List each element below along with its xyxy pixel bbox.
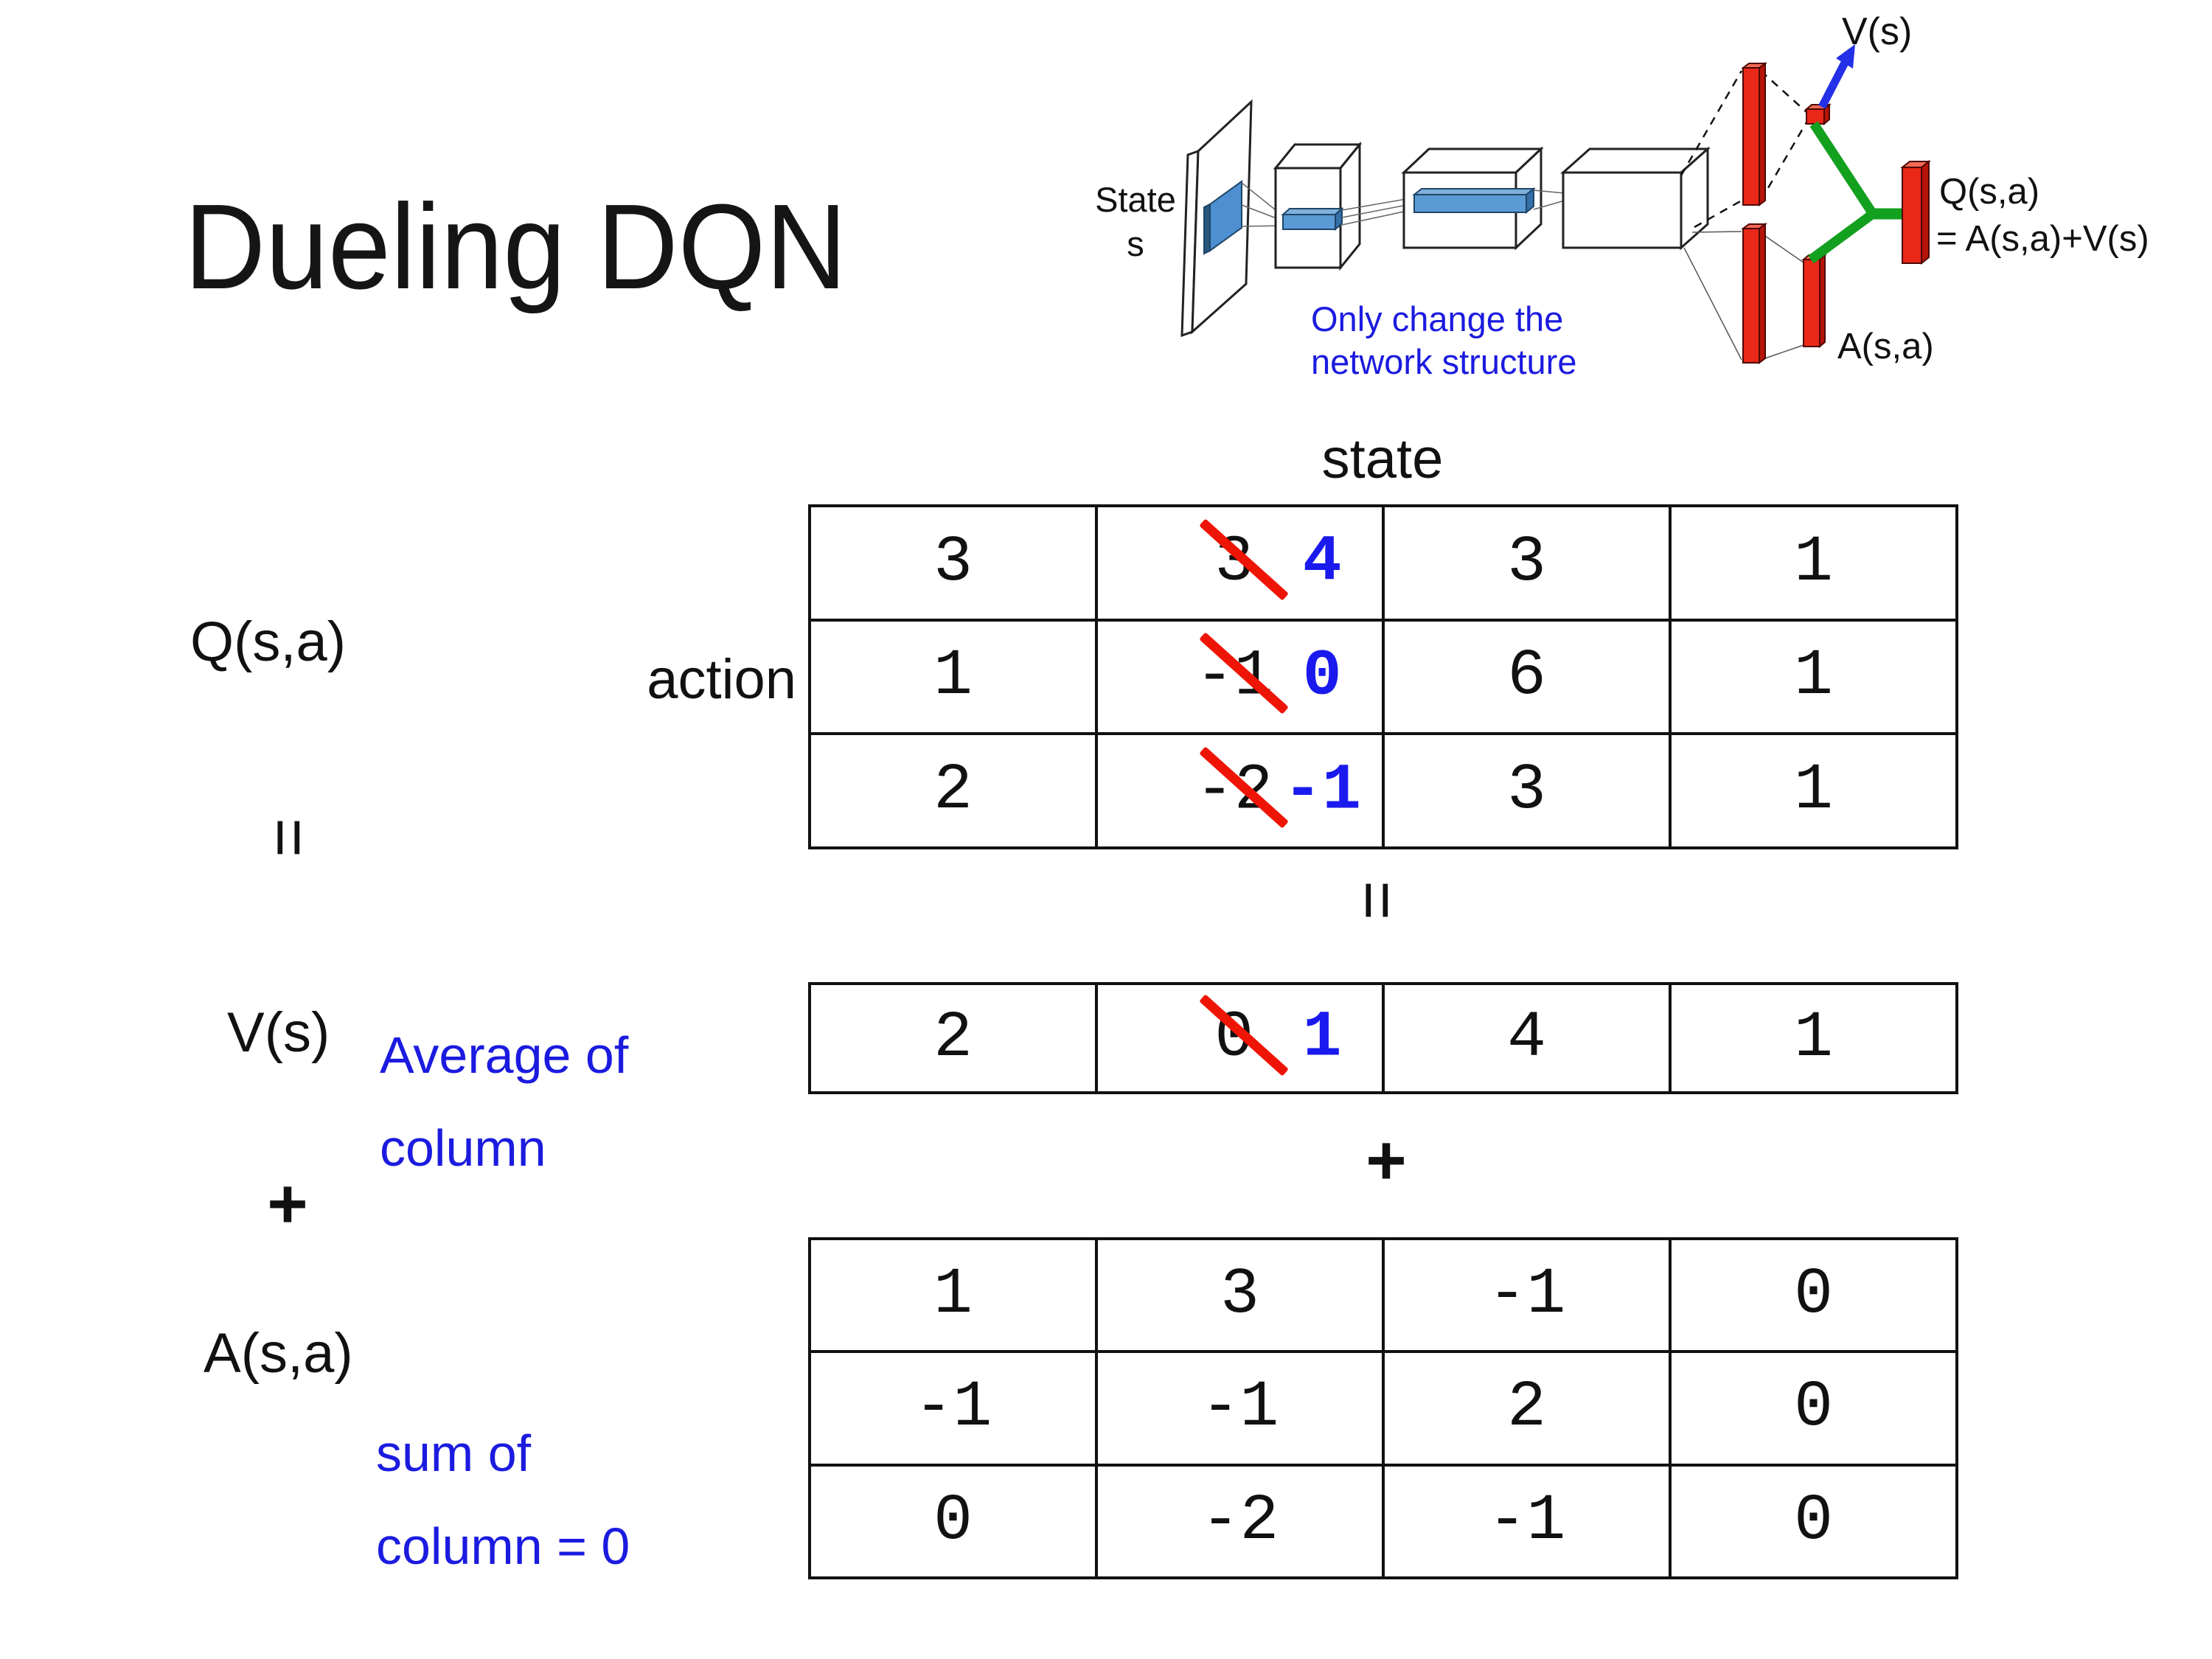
a-cell-r2c0: 0 bbox=[811, 1466, 1095, 1576]
a-function-label: A(s,a) bbox=[204, 1322, 353, 1385]
slide-title: Dueling DQN bbox=[184, 179, 847, 314]
v-table: 2 0 1 4 1 bbox=[808, 982, 1958, 1094]
conv-filter-edge bbox=[1203, 203, 1211, 255]
fc-box bbox=[1560, 146, 1711, 251]
diagram-a-output-label: A(s,a) bbox=[1837, 327, 1934, 366]
average-note-line1: Average of bbox=[380, 1026, 629, 1084]
a-cell-r0c3: 0 bbox=[1672, 1240, 1955, 1351]
q-old-value: -2 bbox=[1194, 754, 1273, 828]
advantage-stream-links bbox=[1683, 231, 1804, 361]
plus-middle: + bbox=[1366, 1121, 1407, 1200]
v-function-label: V(s) bbox=[227, 1001, 330, 1064]
sum-note-line2: column = 0 bbox=[376, 1517, 630, 1575]
a-cell-r1c1: -1 bbox=[1098, 1353, 1382, 1464]
conv-lines-2 bbox=[1341, 197, 1415, 226]
diagram-state-label: State bbox=[1095, 180, 1176, 219]
v-output-arrow-head bbox=[1836, 44, 1855, 69]
diagram-q-formula-label: = A(s,a)+V(s) bbox=[1936, 219, 2149, 259]
a-cell-r1c3: 0 bbox=[1672, 1353, 1955, 1464]
q-cell-r0c1-corrected: 3 4 bbox=[1098, 507, 1382, 619]
v-cell-c1-corrected: 0 1 bbox=[1098, 985, 1382, 1091]
equals-middle: = bbox=[1340, 880, 1415, 920]
q-cell-r1c1-corrected: -1 0 bbox=[1098, 621, 1382, 733]
network-architecture-diagram: State s V(s) Q(s,a) = A(s,a)+V(s) A(s,a)… bbox=[1095, 10, 2149, 381]
state-axis-label: state bbox=[1321, 428, 1444, 490]
feature-bar-1 bbox=[1281, 206, 1344, 232]
q-cell-r2c2: 3 bbox=[1385, 735, 1669, 846]
conv-box-1 bbox=[1273, 141, 1363, 271]
conv-filter bbox=[1209, 180, 1242, 252]
q-cell-r1c3: 1 bbox=[1672, 621, 1955, 733]
diagram-q-output-label: Q(s,a) bbox=[1939, 172, 2039, 212]
v-cell-c3: 1 bbox=[1672, 985, 1955, 1091]
a-cell-r1c2: 2 bbox=[1385, 1353, 1669, 1464]
feature-bar-2 bbox=[1412, 187, 1536, 215]
sum-note-line1: sum of bbox=[376, 1425, 532, 1482]
q-new-value: -1 bbox=[1283, 754, 1361, 828]
a-cell-r1c0: -1 bbox=[811, 1353, 1095, 1464]
value-hidden-bar bbox=[1741, 62, 1767, 206]
q-cell-r1c2: 6 bbox=[1385, 621, 1669, 733]
equals-left: = bbox=[251, 818, 327, 858]
a-table: 1 3 -1 0 -1 -1 2 0 0 -2 -1 0 bbox=[808, 1237, 1958, 1579]
q-function-label: Q(s,a) bbox=[190, 611, 347, 673]
v-output-arrow-shaft bbox=[1818, 60, 1848, 109]
a-cell-r2c2: -1 bbox=[1385, 1466, 1669, 1576]
q-cell-r2c0: 2 bbox=[811, 735, 1095, 846]
q-cell-r0c0: 3 bbox=[811, 507, 1095, 619]
a-cell-r2c1: -2 bbox=[1098, 1466, 1382, 1576]
q-cell-r0c2: 3 bbox=[1385, 507, 1669, 619]
q-old-value: -1 bbox=[1194, 640, 1273, 714]
diagram-v-output-label: V(s) bbox=[1842, 10, 1912, 53]
a-cell-r2c3: 0 bbox=[1672, 1466, 1955, 1576]
q-cell-r0c3: 1 bbox=[1672, 507, 1955, 619]
a-cell-r0c0: 1 bbox=[811, 1240, 1095, 1351]
q-cell-r2c1-corrected: -2 -1 bbox=[1098, 735, 1382, 846]
action-axis-label: action bbox=[647, 648, 796, 711]
diagram-note-line2: network structure bbox=[1311, 342, 1576, 381]
advantage-hidden-bar bbox=[1741, 223, 1767, 364]
average-note-line2: column bbox=[380, 1119, 546, 1177]
v-new-value: 1 bbox=[1302, 1001, 1342, 1075]
q-new-value: 0 bbox=[1302, 640, 1342, 714]
q-output-bar bbox=[1900, 159, 1931, 265]
v-cell-c2: 4 bbox=[1385, 985, 1669, 1091]
q-cell-r1c0: 1 bbox=[811, 621, 1095, 733]
diagram-note-line1: Only change the bbox=[1311, 299, 1563, 338]
diagram-state-s-label: s bbox=[1127, 224, 1144, 263]
q-table: 3 3 4 3 1 1 -1 0 6 1 2 -2 -1 3 1 bbox=[808, 504, 1958, 849]
plus-left: + bbox=[267, 1164, 308, 1243]
v-cell-c0: 2 bbox=[811, 985, 1095, 1091]
conv-lines-3 bbox=[1533, 189, 1565, 210]
q-new-value: 4 bbox=[1302, 526, 1342, 599]
merge-y-connector bbox=[1808, 121, 1878, 264]
a-cell-r0c2: -1 bbox=[1385, 1240, 1669, 1351]
q-cell-r2c3: 1 bbox=[1672, 735, 1955, 846]
advantage-vector-bar bbox=[1801, 253, 1827, 349]
a-cell-r0c1: 3 bbox=[1098, 1240, 1382, 1351]
value-stream-dashed-links bbox=[1680, 70, 1808, 229]
